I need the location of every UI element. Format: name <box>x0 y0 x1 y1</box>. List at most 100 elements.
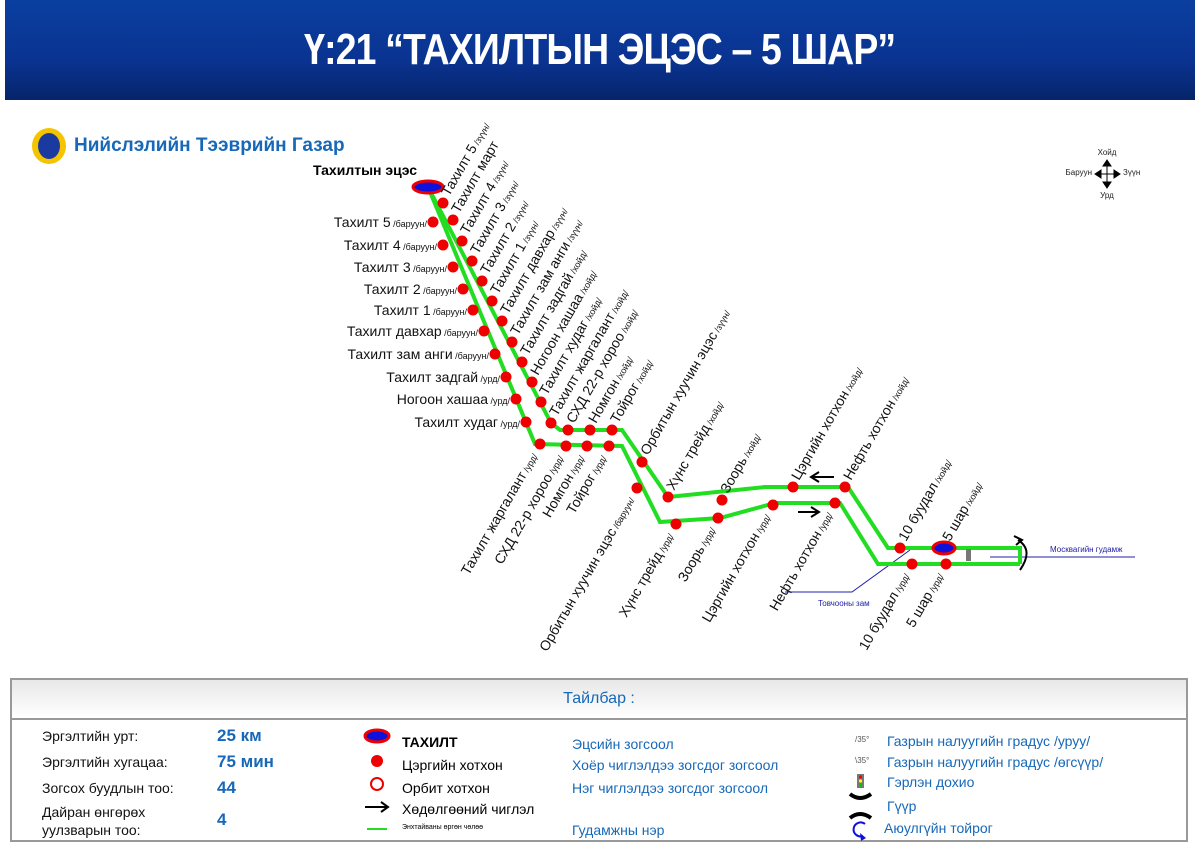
stat-length-value: 25 км <box>217 726 262 745</box>
stop-west <box>478 325 490 337</box>
direction-arrow-west-icon <box>809 471 834 483</box>
stop-west <box>489 348 501 360</box>
stop-upper <box>496 315 508 327</box>
stop-upper <box>516 356 528 368</box>
legend-traffic-light: Гэрлэн дохио <box>887 774 975 790</box>
stop-lower <box>560 440 572 452</box>
stop-icon <box>371 755 383 767</box>
compass-south: Урд <box>1100 191 1114 200</box>
stop-label-lower: Хүнс трейд /урд/ <box>615 529 677 620</box>
stop-upper <box>476 275 488 287</box>
stop-label-west: Тахилт худаг /урд/ <box>414 414 520 430</box>
stop-label-lower: Нефть хотхон /урд/ <box>766 508 836 613</box>
organization: Нийслэлийн Тээврийн Газар <box>32 128 345 164</box>
stop-west <box>510 393 522 405</box>
logo-icon <box>32 128 66 164</box>
legend-two-way-stop: Хоёр чиглэлдээ зогсдог зогсоол <box>572 757 779 773</box>
terminal-tahilt <box>411 179 445 195</box>
stop-west <box>467 304 479 316</box>
legend-direction: Хөдөлгөөний чиглэл <box>402 801 535 817</box>
terminus-label: Тахилтын эцэс <box>313 162 417 178</box>
stat-length-label: Эргэлтийн урт: <box>42 728 139 744</box>
stop-upper <box>606 424 618 436</box>
orbit-stop-icon <box>370 777 384 791</box>
stop-label-west: Тахилт 3 /баруун/ <box>354 259 448 275</box>
stop-lower <box>767 499 779 511</box>
stop-upper <box>636 456 648 468</box>
direction-arrow-icon <box>365 801 390 813</box>
route-map: Хойд Урд Баруун Зүүн Товчооны замМоскваг… <box>313 119 1140 654</box>
turnaround-arrow-icon <box>1013 535 1028 571</box>
page-title: Ү:21 “ТАХИЛТЫН ЭЦЭС – 5 ШАР” <box>304 25 896 74</box>
stop-west <box>457 283 469 295</box>
stop-label-lower: 10 буудал /урд/ <box>855 569 913 653</box>
stop-lower <box>581 440 593 452</box>
compass-west: Баруун <box>1066 168 1092 177</box>
stop-upper <box>437 197 449 209</box>
terminal-5-shar <box>931 540 957 556</box>
stop-lower <box>940 558 952 570</box>
legend-roundabout: Аюулгүйн тойрог <box>884 820 993 836</box>
bridge-icon <box>848 792 873 820</box>
stat-crossings-label: Дайран өнгөрөх уулзварын тоо: <box>42 804 146 838</box>
stop-upper <box>562 424 574 436</box>
stop-lower <box>712 512 724 524</box>
stop-upper <box>486 295 498 307</box>
legend-feature-icons <box>848 774 873 841</box>
legend-stop: Цэргийн хотхон <box>402 757 503 773</box>
stop-upper <box>456 235 468 247</box>
stop-west <box>427 216 439 228</box>
stop-upper <box>839 481 851 493</box>
organization-name: Нийслэлийн Тээврийн Газар <box>74 135 345 156</box>
title-banner: Ү:21 “ТАХИЛТЫН ЭЦЭС – 5 ШАР” <box>5 0 1195 100</box>
stop-upper <box>716 494 728 506</box>
legend-terminal: ТАХИЛТ <box>402 734 458 750</box>
stop-lower <box>829 497 841 509</box>
stop-lower <box>631 482 643 494</box>
stop-label-west: Тахилт 2 /баруун/ <box>364 281 458 297</box>
stop-label-west: Тахилт 1 /баруун/ <box>374 302 468 318</box>
legend-symbols <box>363 728 391 830</box>
legend-route-line: Энхтайваны өргөн чөлөө <box>402 824 484 831</box>
street-moscow-label: Москвагийн гудамж <box>1050 545 1123 554</box>
legend-final-stop: Эцсийн зогсоол <box>572 736 674 752</box>
stop-lower <box>670 518 682 530</box>
stop-upper <box>545 417 557 429</box>
compass-east: Зүүн <box>1123 168 1140 177</box>
stop-upper <box>662 491 674 503</box>
legend-one-way-stop: Нэг чиглэлдээ зогсдог зогсоол <box>572 780 769 796</box>
legend-street-name: Гудамжны нэр <box>572 822 665 838</box>
traffic-light-icon <box>857 774 864 788</box>
stop-label-upper: 5 шар /хойд/ <box>939 478 986 543</box>
stop-label-west: Тахилт задгай /урд/ <box>386 369 500 385</box>
terminal-icon <box>363 728 391 744</box>
stop-west <box>520 416 532 428</box>
stat-time-value: 75 мин <box>217 752 274 771</box>
stat-stops-label: Зогсох буудлын тоо: <box>42 780 174 796</box>
stat-crossings-value: 4 <box>217 810 227 829</box>
stop-upper <box>506 336 518 348</box>
slope-up-icon: /35° <box>855 735 870 744</box>
stop-upper <box>535 396 547 408</box>
compass-arrows-icon <box>1094 159 1121 189</box>
legend-slope-down: Газрын налуугийн градус /уруу/ <box>887 733 1091 749</box>
stop-upper <box>526 376 538 388</box>
legend-bridge: Гүүр <box>887 798 917 814</box>
stop-label-upper: Орбитын хуучин эцэс /зүүн/ <box>637 306 734 458</box>
stop-label-west: Тахилт 5 /баруун/ <box>334 214 428 230</box>
legend-title: Тайлбар : <box>12 680 1186 720</box>
stop-lower <box>534 438 546 450</box>
stop-lower <box>906 558 918 570</box>
stop-west <box>447 261 459 273</box>
traffic-light-icon <box>966 549 971 561</box>
direction-arrow-east-icon <box>798 506 821 518</box>
slope-down-icon: \35° <box>855 756 870 765</box>
stop-label-lower: Зоорь /урд/ <box>674 523 719 584</box>
stop-west <box>437 239 449 251</box>
street-shortcut-label: Товчооны зам <box>818 599 870 608</box>
stop-upper <box>584 424 596 436</box>
roundabout-icon <box>852 821 866 838</box>
stop-upper <box>894 542 906 554</box>
stop-upper <box>447 214 459 226</box>
stop-label-west: Тахилт зам анги /баруун/ <box>347 346 489 362</box>
